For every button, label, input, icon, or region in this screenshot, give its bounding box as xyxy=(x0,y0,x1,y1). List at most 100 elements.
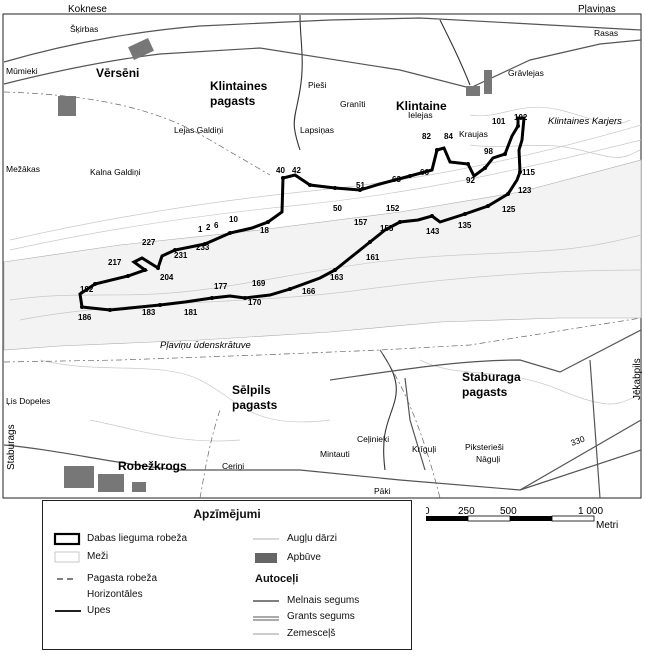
point-label: 2 xyxy=(206,223,211,232)
point-label: 101 xyxy=(492,117,506,126)
region-selpils-line1: Sēlpils xyxy=(232,383,271,397)
legend-item: Dabas lieguma robeža xyxy=(87,533,188,544)
point-label: 155 xyxy=(380,224,394,233)
built-up-areas xyxy=(58,38,492,492)
point-label: 186 xyxy=(78,313,92,322)
scale-bar-graphic: 0 250 500 1 000 Metri xyxy=(424,506,618,531)
point-label: 98 xyxy=(484,147,493,156)
region-staburaga-line2: pagasts xyxy=(462,385,508,399)
place-label: Pāki xyxy=(374,486,391,496)
scale-unit: Metri xyxy=(596,520,618,531)
reservoir-label: Pļaviņu ūdenskrātuve xyxy=(160,340,251,351)
point-label: 123 xyxy=(518,186,532,195)
place-label: Grāvlejas xyxy=(508,68,544,78)
edge-label-right: Jēkabpils xyxy=(632,358,643,400)
edge-label-top-left: Koknese xyxy=(68,4,107,15)
parish-borders xyxy=(3,91,642,499)
boundary-point-labels: 1 2 6 10 18 40 42 50 51 63 66 82 84 92 9… xyxy=(78,113,535,322)
point-label: 102 xyxy=(514,113,528,122)
point-label: 181 xyxy=(184,308,198,317)
region-selpils-line2: pagasts xyxy=(232,398,278,412)
point-label: 18 xyxy=(260,226,269,235)
place-label: Krīguļi xyxy=(412,444,436,454)
legend-item: Pagasta robeža xyxy=(87,573,158,584)
point-label: 177 xyxy=(214,282,228,291)
point-label: 152 xyxy=(386,204,400,213)
point-label: 82 xyxy=(422,132,431,141)
point-label: 125 xyxy=(502,205,516,214)
legend-title: Apzīmējumi xyxy=(193,507,261,521)
point-label: 143 xyxy=(426,227,440,236)
scale-tick: 1 000 xyxy=(578,506,603,517)
legend-symbols xyxy=(53,532,279,635)
place-labels: Šķirbas Rasas Mūmieki Grāvlejas Pieši Gr… xyxy=(6,24,618,496)
point-label: 135 xyxy=(458,221,472,230)
legend: Apzīmējumi Dabas lieguma robeža Meži Pag… xyxy=(42,500,412,650)
point-label: 51 xyxy=(356,181,365,190)
point-label: 161 xyxy=(366,253,380,262)
boundary-vertices xyxy=(80,124,522,312)
road-number: 330 xyxy=(569,434,586,448)
point-label: 192 xyxy=(80,285,94,294)
place-label: Lejas Galdiņi xyxy=(174,125,223,135)
point-label: 170 xyxy=(248,298,262,307)
town-versenі: Vērsēni xyxy=(96,66,139,80)
place-label: Rasas xyxy=(594,28,618,38)
point-label: 157 xyxy=(354,218,368,227)
region-staburaga-line1: Staburaga xyxy=(462,370,521,384)
legend-item: Upes xyxy=(87,605,111,616)
scale-tick: 500 xyxy=(500,506,517,517)
point-label: 84 xyxy=(444,132,453,141)
place-label: Granīti xyxy=(340,99,366,109)
built-up-swatch xyxy=(255,553,277,563)
point-label: 227 xyxy=(142,238,156,247)
point-label: 163 xyxy=(330,273,344,282)
point-label: 92 xyxy=(466,176,475,185)
scale-bar: 0 250 500 1 000 Metri xyxy=(424,505,626,535)
place-label: Mintauti xyxy=(320,449,350,459)
place-label: Mūmieki xyxy=(6,66,38,76)
place-label: Kraujas xyxy=(459,129,488,139)
point-label: 183 xyxy=(142,308,156,317)
edge-label-left: Staburags xyxy=(6,424,17,470)
point-label: 42 xyxy=(292,166,301,175)
legend-roads-title: Autoceļi xyxy=(255,573,299,585)
reserve-boundary-swatch xyxy=(53,532,81,546)
legend-item: Grants segums xyxy=(287,611,355,622)
town-klintaine: Klintaine xyxy=(396,99,447,113)
region-labels: Klintaines pagasts Sēlpils pagasts Stabu… xyxy=(210,79,521,412)
region-klintaines-line1: Klintaines xyxy=(210,79,268,93)
scale-tick: 250 xyxy=(458,506,475,517)
contour-lines xyxy=(9,106,642,442)
point-label: 217 xyxy=(108,258,122,267)
point-label: 115 xyxy=(522,168,535,177)
point-label: 50 xyxy=(333,204,342,213)
scale-tick: 0 xyxy=(426,506,430,517)
region-klintaines-line2: pagasts xyxy=(210,94,256,108)
place-label: Pieši xyxy=(308,80,327,90)
place-label: Ielejas xyxy=(408,110,433,120)
point-label: 204 xyxy=(160,273,174,282)
place-label: Nāguļi xyxy=(476,454,500,464)
place-label: Ļis Dopeles xyxy=(6,396,50,406)
roads xyxy=(3,17,642,499)
place-label: Ceriņi xyxy=(222,461,244,471)
point-label: 166 xyxy=(302,287,316,296)
place-label: Šķirbas xyxy=(70,24,98,34)
point-label: 63 xyxy=(392,175,401,184)
forest-swatch xyxy=(54,551,80,563)
point-label: 231 xyxy=(174,251,188,260)
place-label: Kalna Galdiņi xyxy=(90,167,141,177)
point-label: 10 xyxy=(229,215,238,224)
edge-label-top-right: Pļaviņas xyxy=(578,4,616,15)
legend-item: Augļu dārzi xyxy=(287,533,338,544)
legend-item: Apbūve xyxy=(287,552,321,563)
quarry-label: Klintaines Karjers xyxy=(548,116,622,127)
point-label: 66 xyxy=(420,168,429,177)
point-label: 169 xyxy=(252,279,266,288)
point-label: 233 xyxy=(196,243,210,252)
place-label: Ceļinieki xyxy=(357,434,389,444)
legend-item: Melnais segums xyxy=(287,595,360,606)
